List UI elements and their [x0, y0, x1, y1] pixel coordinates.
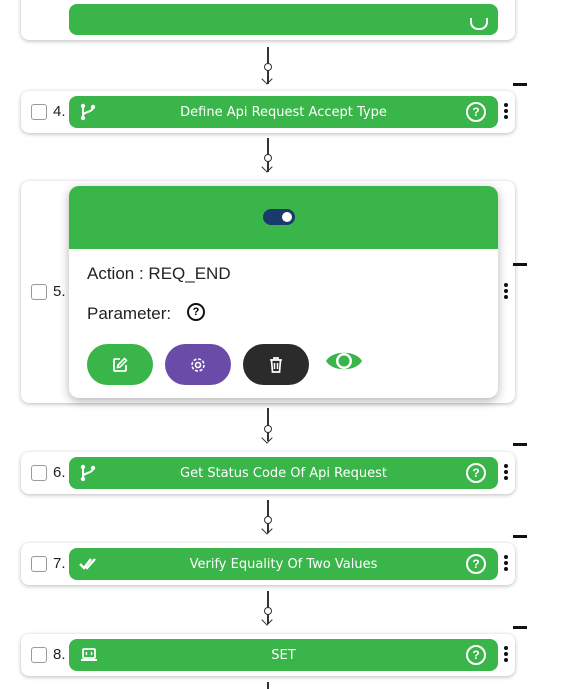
double-check-icon	[79, 558, 96, 570]
step-title: Get Status Code Of Api Request	[180, 465, 387, 481]
gear-icon	[191, 357, 205, 372]
kebab-menu-icon[interactable]	[503, 464, 509, 482]
step-number: 4.	[53, 103, 66, 120]
kebab-menu-icon[interactable]	[503, 555, 509, 573]
edit-button[interactable]	[87, 344, 153, 385]
kebab-menu-icon[interactable]	[503, 283, 509, 301]
collapse-dash[interactable]	[513, 83, 527, 86]
laptop-icon	[81, 648, 97, 661]
eye-icon[interactable]	[324, 346, 364, 376]
action-label: Action : REQ_END	[87, 264, 231, 283]
collapse-dash[interactable]	[513, 443, 527, 446]
step-bar[interactable]: Define Api Request Accept Type ?	[69, 96, 498, 128]
step-checkbox[interactable]	[31, 647, 47, 663]
step-title: Verify Equality Of Two Values	[189, 556, 378, 572]
help-icon[interactable]: ?	[466, 554, 486, 574]
step-number: 5.	[53, 283, 66, 300]
settings-button[interactable]	[165, 344, 231, 385]
step-checkbox[interactable]	[31, 284, 47, 300]
edit-icon	[113, 356, 128, 372]
parameter-label: Parameter:	[87, 304, 172, 323]
branch-icon	[80, 103, 96, 121]
step-number: 6.	[53, 464, 66, 481]
collapse-dash[interactable]	[513, 626, 527, 629]
step-number: 8.	[53, 646, 66, 663]
parameter-help-icon[interactable]: ?	[187, 303, 205, 321]
trash-icon	[270, 356, 282, 373]
kebab-menu-icon[interactable]	[503, 103, 509, 121]
help-icon[interactable]: ?	[466, 645, 486, 665]
delete-button[interactable]	[243, 344, 309, 385]
step-checkbox[interactable]	[31, 104, 47, 120]
help-icon[interactable]: ?	[466, 463, 486, 483]
step-detail-header	[69, 186, 498, 249]
step-bar[interactable]: Get Status Code Of Api Request ?	[69, 457, 498, 489]
step-bar[interactable]: Verify Equality Of Two Values ?	[69, 548, 498, 580]
step-title: Define Api Request Accept Type	[180, 104, 387, 120]
step-checkbox[interactable]	[31, 556, 47, 572]
help-icon[interactable]	[470, 18, 488, 30]
collapse-dash[interactable]	[513, 263, 527, 266]
enable-toggle[interactable]	[263, 209, 295, 225]
step-checkbox[interactable]	[31, 465, 47, 481]
step-title: SET	[271, 647, 296, 663]
branch-icon	[80, 464, 96, 482]
step-3-bar[interactable]	[69, 4, 498, 35]
step-bar[interactable]: SET ?	[69, 639, 498, 671]
collapse-dash[interactable]	[513, 535, 527, 538]
step-detail-panel: Action : REQ_END Parameter: ?	[69, 186, 498, 398]
step-number: 7.	[53, 555, 66, 572]
kebab-menu-icon[interactable]	[503, 646, 509, 664]
help-icon[interactable]: ?	[466, 102, 486, 122]
